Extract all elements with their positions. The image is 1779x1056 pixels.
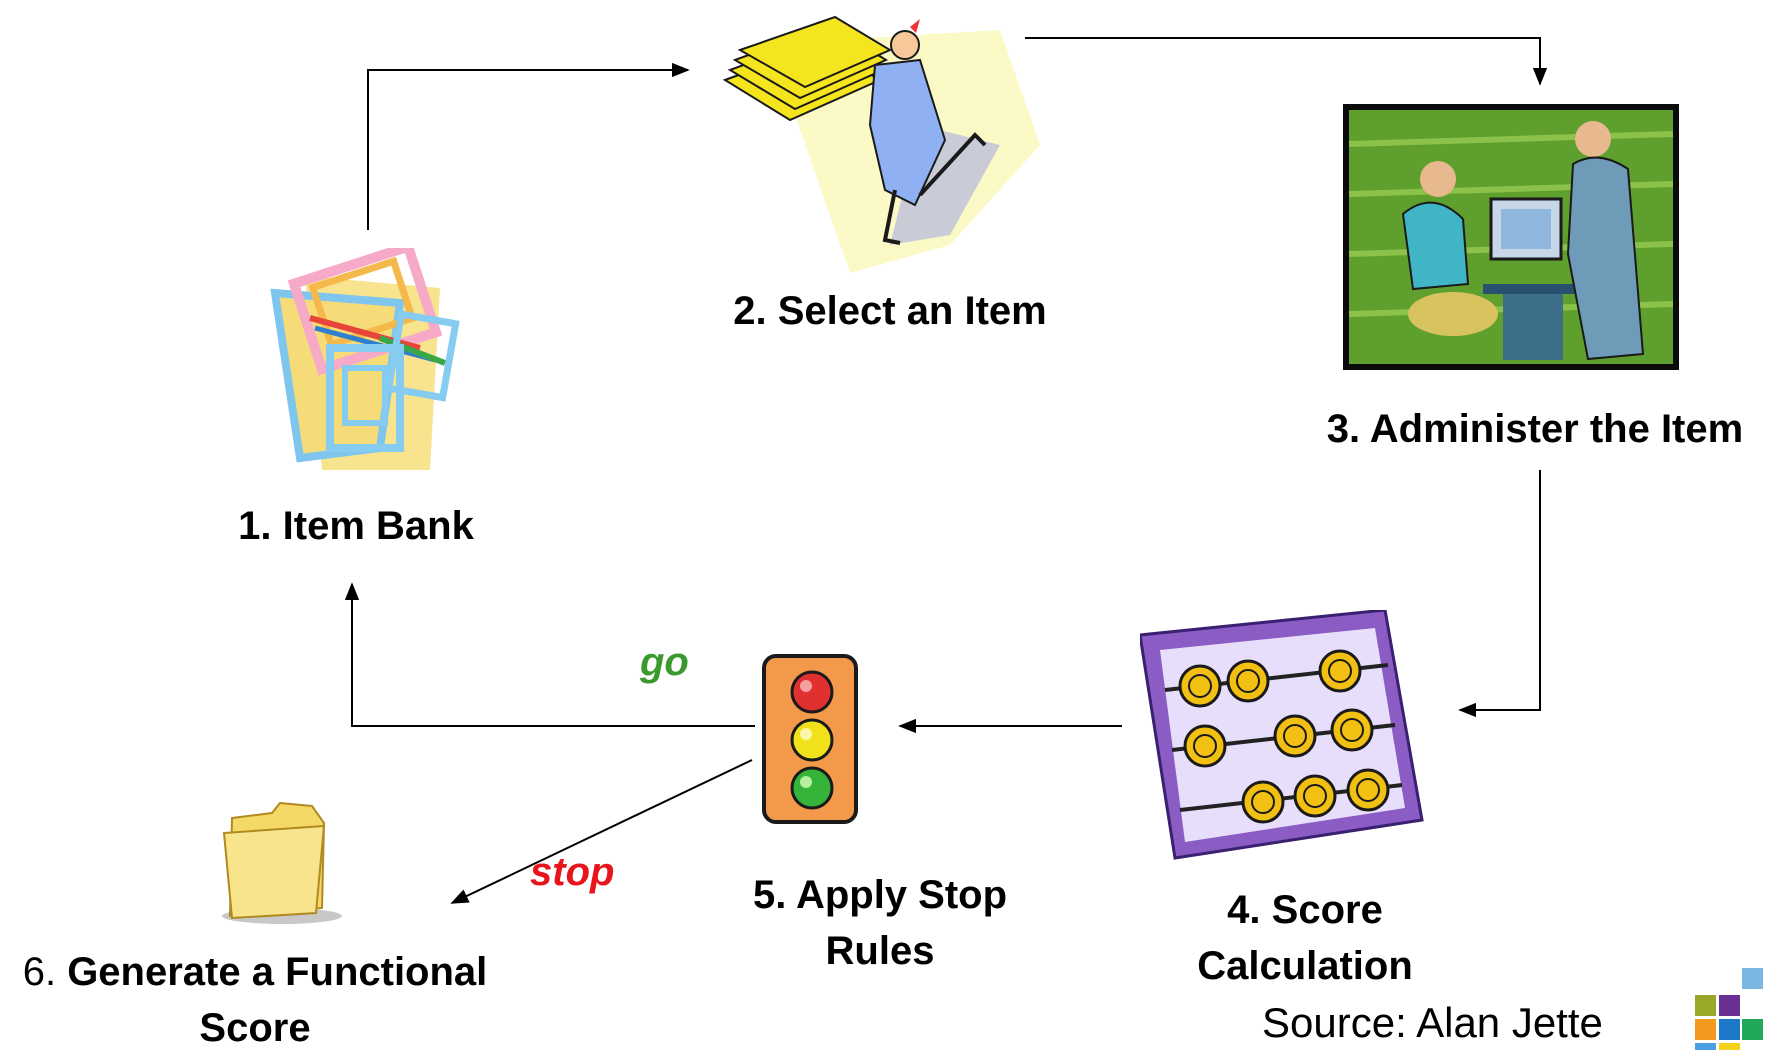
people-at-computer-icon xyxy=(1343,104,1679,370)
go-branch-label: go xyxy=(640,640,689,684)
step-2-label: 2. Select an Item xyxy=(733,289,1047,333)
step-6-number: 6. xyxy=(22,950,57,994)
arrow-select-to-administer xyxy=(1025,37,1548,86)
step-4-label: 4. Score Calculation xyxy=(1130,882,1480,994)
item-bank-icon xyxy=(270,248,460,470)
step-5-line-2: Rules xyxy=(825,929,935,973)
folder-icon xyxy=(222,801,342,924)
arrow-administer-to-score xyxy=(1458,470,1541,718)
step-5-label: 5. Apply Stop Rules xyxy=(720,867,1040,979)
step-5-line-1: 5. Apply Stop xyxy=(752,873,1008,917)
step-4-line-1: 4. Score xyxy=(1227,888,1383,932)
logo-squares-icon xyxy=(1690,962,1766,1050)
step-1-label: 1. Item Bank xyxy=(238,504,474,548)
step-4-line-2: Calculation xyxy=(1197,944,1413,988)
step-6-title-line-2: Score xyxy=(199,1006,311,1050)
step-6-line-2: Score xyxy=(0,1000,510,1056)
traffic-light-icon xyxy=(762,654,858,824)
person-carrying-papers-icon xyxy=(722,15,1040,273)
step-3-label: 3. Administer the Item xyxy=(1326,407,1744,451)
step-6-title: Generate a Functional xyxy=(67,950,488,994)
arrow-bank-to-select xyxy=(367,62,690,230)
source-credit: Source: Alan Jette xyxy=(1262,999,1603,1046)
abacus-icon xyxy=(1140,610,1424,860)
stop-branch-label: stop xyxy=(530,850,615,894)
arrow-go-to-bank xyxy=(344,582,755,727)
step-6-line-1: 6. Generate a Functional xyxy=(0,944,510,1000)
arrow-stop-to-generate xyxy=(450,759,753,904)
step-6-label: 6. Generate a Functional Score xyxy=(0,944,510,1056)
